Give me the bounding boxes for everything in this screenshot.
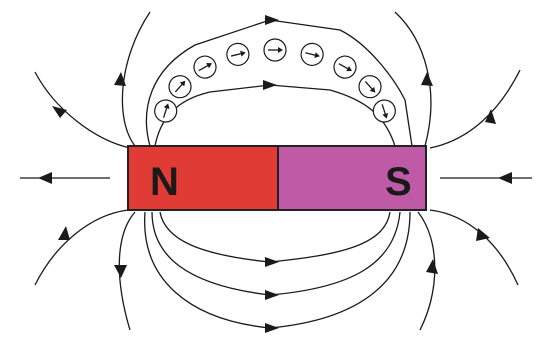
compass-needle [190,52,220,82]
compass-needle [152,97,180,125]
field-line-left-lower-1 [35,210,128,285]
field-line-right-upper-2 [430,70,520,148]
field-line-bottom-1 [160,212,390,262]
arrow-right-axis [498,172,512,184]
south-label: S [385,160,412,204]
bar-magnet: N S [128,146,426,210]
compass-needle [370,97,398,125]
arrow-bottom-3 [265,323,279,333]
arrow-left-lower-1 [58,226,70,240]
field-line-top-inner [155,85,395,146]
compass-needle [354,71,385,102]
arrow-bottom-2 [265,290,279,300]
arrow-left-axis [38,172,52,184]
field-line-right-lower-1 [430,210,518,285]
compass-needle [330,52,360,82]
arrow-top-outer [265,15,279,25]
field-line-bottom-2 [152,212,400,295]
compass-needles [152,39,398,125]
arrow-right-upper-1 [421,72,433,86]
compass-needle [225,41,252,68]
arrow-right-lower-2 [426,259,438,274]
arrow-bottom-1 [265,257,279,267]
arrow-left-lower-2 [114,265,127,278]
arrow-left-upper-2 [52,106,67,118]
compass-needle [299,41,326,68]
north-label: N [150,160,179,204]
compass-needle [164,71,195,102]
compass-needle [264,39,286,61]
arrow-top-inner [263,80,277,90]
field-line-left-upper-1 [122,12,150,146]
